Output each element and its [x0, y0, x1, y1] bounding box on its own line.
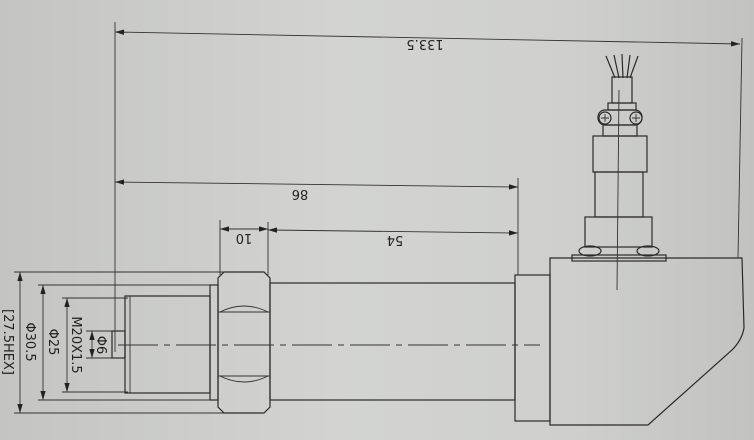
dimension-hex-and-body: 10 54	[219, 220, 519, 275]
hex-across-flats-label: [27.5HEX]	[0, 309, 15, 375]
diameter-dimensions: [27.5HEX] Φ30.5 Φ25 M20X1.5 Φ6	[0, 271, 225, 414]
hex-diameter-label: Φ30.5	[22, 322, 37, 361]
dimension-overall-length: 133.5	[114, 22, 743, 352]
port-diameter-label: Φ6	[93, 336, 108, 355]
cable-connector	[571, 53, 667, 291]
thread-label: M20X1.5	[68, 316, 83, 373]
overall-length-label: 133.5	[406, 36, 443, 51]
length-to-housing-label: 86	[292, 186, 309, 201]
transmitter-body	[111, 257, 745, 426]
hex-width-label: 10	[236, 230, 253, 245]
body-length-label: 54	[387, 232, 404, 247]
flange-diameter-label: Φ25	[45, 329, 60, 356]
dimension-length-to-housing: 86	[114, 178, 519, 275]
